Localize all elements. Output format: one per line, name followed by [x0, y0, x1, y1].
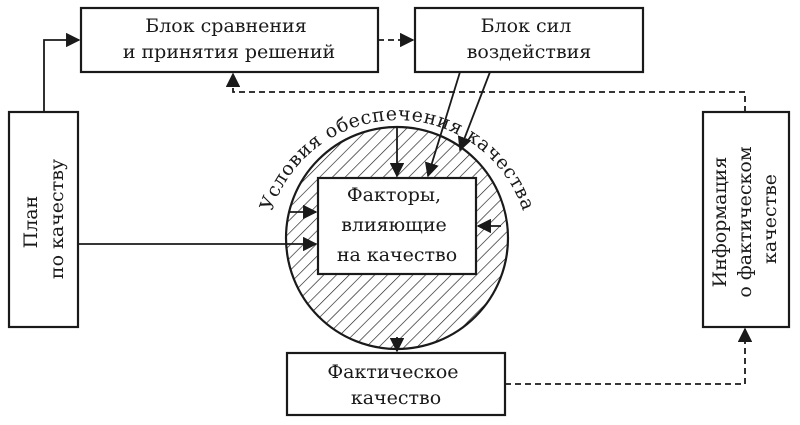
compare-line-1: Блок сравнения: [145, 15, 306, 37]
info-block: [701, 110, 791, 329]
plan-line-1: План: [20, 196, 42, 249]
factors-box: [316, 176, 478, 276]
arrow-plan-to-compare: [43, 32, 81, 112]
actual-line-2: качество: [351, 387, 441, 409]
plan-line-2: по качеству: [46, 159, 68, 279]
arrow-forces-to-factors: [424, 71, 461, 178]
actual-quality-label: Фактическое качество: [327, 361, 464, 409]
forces-line-2: воздействия: [467, 41, 592, 63]
forces-block-label: Блок сил воздействия: [467, 15, 592, 63]
compare-block-label: Блок сравнения и принятия решений: [123, 15, 335, 63]
factors-box-label: Факторы, влияющие на качество: [337, 184, 457, 266]
plan-block-label: План по качеству: [20, 159, 68, 279]
factors-line-2: влияющие: [341, 214, 447, 236]
forces-line-1: Блок сил: [481, 15, 572, 37]
arrow-actual-to-info: [505, 327, 753, 385]
actual-line-1: Фактическое: [327, 361, 458, 383]
factors-line-3: на качество: [337, 244, 457, 266]
info-line-2: о фактическом: [734, 146, 756, 297]
plan-block: [7, 110, 80, 329]
arrow-forces-to-circle: [457, 71, 491, 152]
info-line-3: качестве: [759, 174, 781, 264]
actual-quality-block: [285, 351, 507, 417]
info-line-1: Информация: [709, 157, 731, 288]
compare-line-2: и принятия решений: [123, 41, 335, 63]
arrow-info-to-compare: [225, 72, 746, 112]
info-block-label: Информация о фактическом качестве: [709, 140, 781, 297]
forces-block: [413, 6, 645, 74]
factors-line-1: Факторы,: [347, 184, 441, 206]
